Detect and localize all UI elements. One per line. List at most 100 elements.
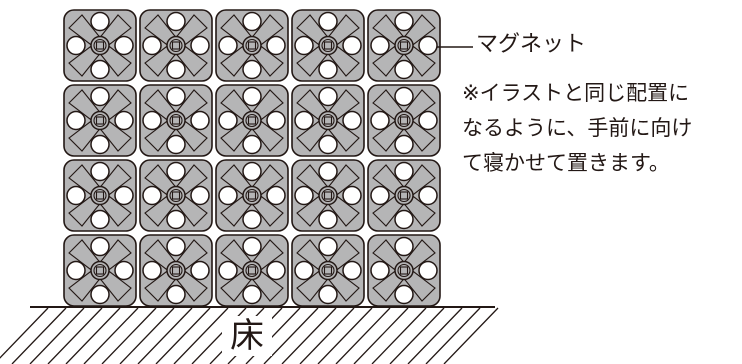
hatch-stroke (173, 307, 229, 364)
hatch-stroke (443, 307, 499, 364)
hub-inner-ring (245, 38, 259, 53)
hub-square (171, 116, 181, 125)
magnet-circle (294, 35, 314, 56)
hatch-stroke (65, 307, 121, 364)
magnet-tile (291, 84, 365, 157)
placement-note: ※イラストと同じ配置に なるように、手前に向け て寝かせて置きます。 (462, 76, 740, 181)
magnet-tile (63, 9, 137, 82)
magnet-circle (318, 284, 338, 305)
magnet-circle (218, 260, 238, 281)
note-line: て寝かせて置きます。 (462, 151, 670, 175)
magnet-circle (166, 86, 186, 107)
magnet-tile (63, 234, 137, 307)
magnet-tile (367, 234, 441, 307)
hatch-stroke (11, 307, 67, 364)
hub-inner-ring (245, 263, 259, 278)
magnet-circle (418, 35, 438, 56)
magnet-tile (291, 9, 365, 82)
magnet-circle (294, 185, 314, 206)
magnet-circle (66, 185, 86, 206)
hub-inner-ring (93, 113, 107, 128)
hub-square (95, 266, 105, 275)
magnet-circle (318, 134, 338, 155)
hub-square (95, 116, 105, 125)
magnet-circle (318, 236, 338, 257)
floor-label: 床 (222, 316, 272, 356)
magnet-tile (215, 84, 289, 157)
magnet-circle (114, 35, 134, 56)
hatch-stroke (0, 307, 49, 359)
hub-square (323, 41, 333, 50)
hub-inner-ring (397, 38, 411, 53)
magnet-circle (90, 11, 110, 32)
hub-inner-ring (93, 188, 107, 203)
magnet-circle (90, 209, 110, 230)
hub-inner-ring (169, 188, 183, 203)
magnet-circle (370, 185, 390, 206)
magnet-circle (90, 86, 110, 107)
hatch-stroke (371, 307, 427, 364)
magnet-circle (66, 110, 86, 131)
hub-inner-ring (397, 263, 411, 278)
hatch-stroke (47, 307, 103, 364)
magnet-circle (394, 59, 414, 80)
magnet-circle (242, 134, 262, 155)
hub-square (399, 41, 409, 50)
magnet-circle (394, 11, 414, 32)
hub-square (247, 266, 257, 275)
magnet-circle (394, 209, 414, 230)
hub-inner-ring (93, 38, 107, 53)
magnet-circle (166, 161, 186, 182)
magnet-circle (394, 236, 414, 257)
magnet-circle (166, 59, 186, 80)
hub-inner-ring (321, 263, 335, 278)
hub-square (95, 191, 105, 200)
magnet-circle (190, 185, 210, 206)
hub-inner-ring (397, 113, 411, 128)
note-line: なるように、手前に向け (462, 116, 693, 140)
hub-inner-ring (245, 113, 259, 128)
magnet-circle (242, 86, 262, 107)
magnet-circle (418, 110, 438, 131)
magnet-tile (367, 159, 441, 232)
magnet-circle (418, 260, 438, 281)
magnet-circle (190, 110, 210, 131)
magnet-circle (166, 284, 186, 305)
hatch-stroke (407, 307, 463, 364)
hatch-stroke (263, 307, 319, 364)
hatch-stroke (119, 307, 175, 364)
tile-grid (63, 9, 441, 307)
magnet-circle (318, 86, 338, 107)
magnet-circle (166, 209, 186, 230)
magnet-circle (166, 236, 186, 257)
magnet-circle (294, 260, 314, 281)
magnet-circle (370, 110, 390, 131)
hub-inner-ring (169, 263, 183, 278)
magnet-circle (166, 134, 186, 155)
magnet-circle (266, 260, 286, 281)
hatch-stroke (335, 307, 391, 364)
hub-square (323, 266, 333, 275)
hub-square (247, 116, 257, 125)
hatch-stroke (353, 307, 409, 364)
magnet-circle (66, 260, 86, 281)
hatch-stroke (299, 307, 355, 364)
magnet-tile (215, 159, 289, 232)
magnet-circle (90, 161, 110, 182)
magnet-tile (215, 9, 289, 82)
magnet-tile (367, 9, 441, 82)
hub-square (171, 41, 181, 50)
magnet-circle (394, 134, 414, 155)
magnet-circle (90, 59, 110, 80)
magnet-circle (318, 161, 338, 182)
magnet-circle (114, 185, 134, 206)
magnet-tile (139, 84, 213, 157)
magnet-circle (90, 284, 110, 305)
magnet-circle (242, 284, 262, 305)
magnet-circle (370, 260, 390, 281)
hatch-stroke (155, 307, 211, 364)
magnet-circle (142, 260, 162, 281)
magnet-circle (218, 110, 238, 131)
magnet-label: マグネット (476, 32, 587, 57)
